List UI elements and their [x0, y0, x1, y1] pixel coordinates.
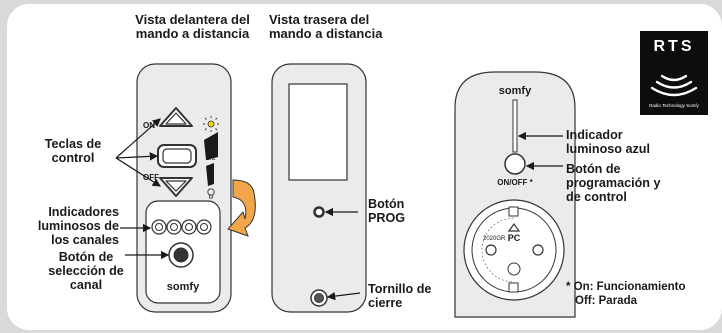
radio-waves-icon	[650, 74, 698, 97]
pc-text: PC	[507, 233, 521, 243]
down-key[interactable]	[159, 177, 193, 197]
bulb-icon	[207, 188, 215, 199]
socket	[463, 199, 565, 301]
back-remote	[271, 63, 367, 313]
leader-lines	[115, 118, 563, 301]
socket-edge-mark	[481, 217, 515, 283]
rts-title: RTS	[653, 38, 695, 55]
prog-button[interactable]	[313, 206, 325, 218]
closure-screw	[310, 289, 328, 307]
rotate-arrow-icon	[227, 179, 256, 237]
blue-led-indicator	[512, 99, 518, 153]
sun-icon	[203, 116, 219, 132]
channel-select-button[interactable]	[168, 242, 194, 268]
channel-leds	[151, 219, 212, 235]
socket-ref-text: 2020GR	[483, 236, 506, 242]
front-brand: somfy	[166, 281, 200, 293]
half-text: 1/2	[206, 155, 216, 162]
plug-brand: somfy	[498, 85, 532, 97]
up-key[interactable]	[159, 107, 193, 127]
onoff-text: ON/OFF *	[497, 178, 533, 187]
rts-caption: Radio Technology Somfy	[649, 103, 699, 108]
rts-logo	[640, 31, 708, 115]
intensity-wedge-low	[206, 163, 214, 186]
stop-key[interactable]	[157, 144, 197, 168]
intensity-wedge-high	[204, 132, 218, 160]
off-text: OFF	[143, 173, 159, 182]
on-text: ON	[143, 121, 155, 130]
onoff-button[interactable]	[504, 153, 526, 175]
